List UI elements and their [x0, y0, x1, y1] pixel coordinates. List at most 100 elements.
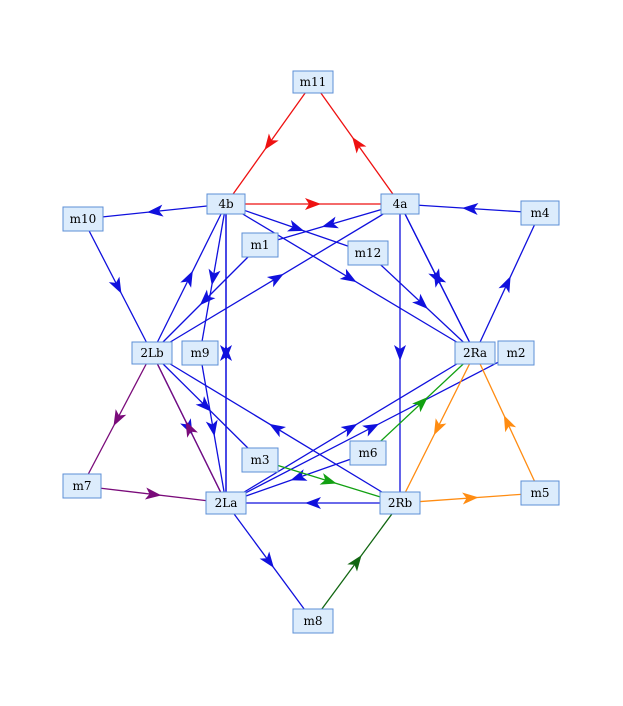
edge-4b-to-m9: [201, 213, 225, 342]
arrowhead-icon: [498, 276, 511, 294]
arrowhead-icon: [319, 473, 337, 485]
node-m7: m7: [62, 473, 102, 499]
node-box: [454, 341, 496, 365]
edge-2Lb-to-m3: [162, 363, 249, 449]
node-box: [349, 440, 387, 466]
arrowhead-icon: [144, 487, 162, 500]
node-label: m3: [250, 453, 269, 467]
arrowhead-icon: [462, 203, 479, 215]
node-label: m4: [530, 206, 549, 220]
edge-2Ra-to-2Rb: [404, 363, 471, 493]
edge-m7-to-2La: [100, 487, 207, 502]
arrowhead-icon: [347, 555, 362, 572]
node-box: [520, 480, 560, 506]
edge-2Rb-to-m5: [419, 492, 522, 505]
edge-m1-to-2Lb: [162, 256, 249, 343]
arrowhead-icon: [433, 418, 447, 436]
arrowhead-icon: [340, 423, 358, 438]
edge-2Rb-to-2La: [246, 497, 380, 509]
edge-4a-to-m1: [277, 208, 382, 241]
node-2La: 2La: [205, 491, 247, 515]
node-box: [379, 491, 421, 515]
node-label: 2Rb: [388, 496, 413, 510]
edge-m12-to-2Ra: [380, 264, 464, 343]
edge-m4-to-4a: [418, 203, 522, 215]
node-label: m5: [530, 486, 549, 500]
node-box: [241, 232, 279, 258]
node-2Ra: 2Ra: [454, 341, 496, 365]
node-label: m9: [190, 346, 209, 360]
node-m4: m4: [520, 200, 560, 226]
arrowhead-icon: [287, 220, 305, 232]
edge-m8-to-2Rb: [321, 513, 393, 610]
arrowhead-icon: [108, 276, 122, 294]
node-m8: m8: [292, 608, 334, 634]
arrowhead-icon: [185, 420, 198, 438]
arrowhead-icon: [199, 289, 216, 306]
arrowhead-icon: [362, 423, 380, 437]
node-label: m12: [355, 246, 382, 260]
node-m10: m10: [62, 206, 104, 232]
arrowhead-icon: [195, 396, 212, 412]
arrowhead-icon: [339, 268, 357, 283]
arrowhead-icon: [394, 345, 406, 361]
node-label: 2La: [215, 496, 238, 510]
node-label: m11: [300, 75, 327, 89]
arrowhead-icon: [290, 469, 308, 481]
edge-2Lb-to-m7: [87, 363, 147, 475]
node-label: m7: [72, 479, 91, 493]
edge-4b-to-4a: [245, 198, 381, 210]
node-m1: m1: [241, 232, 279, 258]
arrowhead-icon: [220, 345, 232, 361]
edge-4b-to-2La: [220, 214, 232, 492]
arrowhead-icon: [352, 137, 367, 154]
arrowhead-icon: [180, 270, 193, 288]
node-2Rb: 2Rb: [379, 491, 421, 515]
node-box: [292, 70, 334, 94]
arrowhead-icon: [264, 133, 279, 150]
arrowhead-icon: [412, 397, 428, 413]
edge-m3-to-2Rb: [277, 464, 381, 498]
node-label: 4b: [218, 197, 234, 211]
arrowhead-icon: [147, 204, 164, 217]
node-box: [292, 608, 334, 634]
node-m2: m2: [497, 340, 535, 366]
edge-4b-to-m10: [102, 204, 208, 218]
edge-2Ra-to-4a: [404, 213, 471, 343]
node-box: [181, 340, 219, 366]
arrowhead-icon: [208, 268, 221, 286]
edge-m9-to-2La: [201, 364, 225, 493]
arrowhead-icon: [321, 216, 339, 229]
arrowhead-icon: [305, 198, 321, 210]
arrowhead-icon: [503, 415, 517, 433]
node-label: m2: [506, 346, 525, 360]
arrowhead-icon: [259, 551, 274, 568]
arrowhead-icon: [205, 419, 218, 437]
edge-m11-to-4b: [232, 92, 306, 195]
node-m5: m5: [520, 480, 560, 506]
edge-4a-to-2Rb: [394, 214, 406, 492]
node-label: m8: [303, 614, 322, 628]
arrowhead-icon: [433, 270, 447, 288]
node-m12: m12: [347, 240, 389, 266]
arrowhead-icon: [305, 497, 321, 509]
edge-4b-to-m12: [244, 209, 349, 247]
node-4b: 4b: [206, 193, 246, 215]
edge-2Lb-to-4b: [156, 213, 222, 343]
edge-m6-to-2Ra: [380, 363, 464, 442]
edge-2La-to-2Lb: [156, 363, 222, 493]
node-box: [520, 200, 560, 226]
node-label: m6: [358, 446, 377, 460]
arrowhead-icon: [462, 492, 479, 505]
node-box: [241, 447, 279, 473]
arrowhead-icon: [269, 423, 286, 438]
node-label: m10: [70, 212, 97, 226]
arrowhead-icon: [113, 409, 127, 427]
arrowhead-icon: [266, 273, 284, 288]
edge-m5-to-2Ra: [479, 363, 536, 482]
node-label: 2Ra: [463, 346, 487, 360]
node-2Lb: 2Lb: [131, 341, 173, 365]
edge-2La-to-m2: [245, 361, 499, 494]
edge-layer: [87, 92, 536, 610]
